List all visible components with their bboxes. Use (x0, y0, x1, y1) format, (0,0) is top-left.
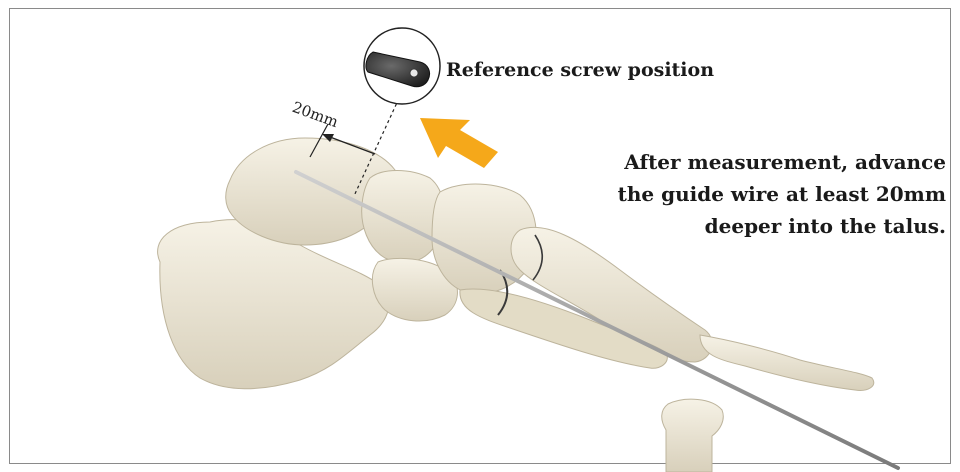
instruction-line: After measurement, advance (526, 146, 946, 178)
advance-arrow-icon (420, 118, 498, 168)
calcaneus-bone (158, 220, 389, 389)
reference-screw-label: Reference screw position (446, 56, 714, 84)
tibia-stub-bone (662, 399, 724, 472)
navicular-bone (362, 171, 444, 263)
instruction-line: the guide wire at least 20mm (526, 178, 946, 210)
instruction-text: After measurement, advance the guide wir… (526, 146, 946, 242)
instruction-line: deeper into the talus. (526, 210, 946, 242)
